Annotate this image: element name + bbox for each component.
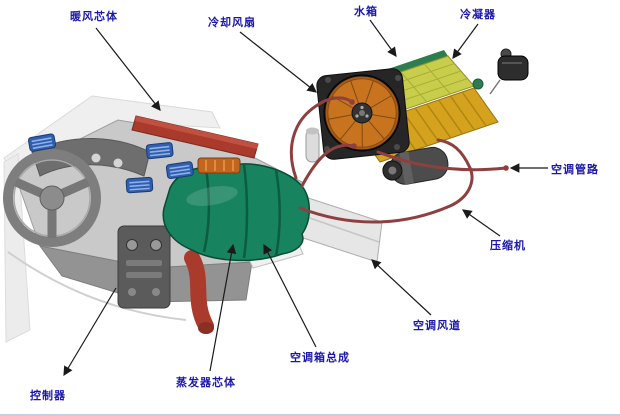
arrow-to-ac-box-assembly bbox=[263, 243, 317, 348]
receiver-drier bbox=[305, 127, 320, 163]
label-heater-core: 暖风芯体 bbox=[70, 10, 118, 23]
ac-box-rib bbox=[242, 163, 249, 259]
cooling-fan bbox=[316, 68, 410, 160]
ac-pipes-lines bbox=[289, 96, 509, 224]
arrow-to-cooling-fan bbox=[239, 31, 317, 93]
compressor bbox=[382, 146, 449, 185]
label-condenser: 冷凝器 bbox=[460, 8, 496, 21]
label-cooling-fan: 冷却风扇 bbox=[208, 16, 256, 29]
center-console bbox=[117, 225, 171, 309]
arrow-to-controller bbox=[63, 287, 117, 377]
radiator-cap bbox=[472, 78, 484, 90]
steering-wheel bbox=[3, 149, 101, 247]
ac-box-highlight bbox=[186, 186, 238, 206]
gauge-icon bbox=[113, 158, 123, 168]
air-vent-icon bbox=[165, 160, 195, 180]
arrow-to-heater-core bbox=[95, 27, 161, 111]
arrow-to-compressor bbox=[462, 209, 501, 237]
ac-box bbox=[162, 163, 310, 262]
ac-box-rib bbox=[274, 169, 281, 257]
blower-motor bbox=[197, 157, 241, 174]
air-vent-icon bbox=[125, 176, 154, 194]
hood-line bbox=[7, 251, 187, 321]
label-ac-duct: 空调风道 bbox=[413, 319, 461, 332]
label-ac-pipes: 空调管路 bbox=[551, 163, 599, 176]
dash-trim-highlight bbox=[135, 116, 258, 149]
cooling-stack-illustration bbox=[289, 48, 529, 224]
ac-air-duct-seam bbox=[297, 213, 380, 243]
arrow-to-condenser bbox=[452, 23, 479, 59]
floor-duct bbox=[184, 250, 214, 334]
pointer-arrows bbox=[63, 19, 548, 377]
hvac-unit-illustration bbox=[162, 157, 383, 269]
label-evaporator-core: 蒸发器芯体 bbox=[176, 376, 236, 389]
blower-motor-ridges bbox=[205, 160, 234, 171]
label-compressor: 压缩机 bbox=[490, 239, 526, 252]
air-vent-icon bbox=[145, 141, 175, 160]
coolant-reservoir bbox=[489, 48, 529, 95]
gauge-icon bbox=[91, 153, 101, 163]
floor-duct-tip bbox=[198, 322, 214, 334]
arrow-to-evaporator-core bbox=[209, 243, 237, 372]
label-ac-box-assembly: 空调箱总成 bbox=[290, 351, 350, 364]
arrow-to-ac-duct bbox=[371, 259, 432, 316]
fan-blades bbox=[325, 76, 399, 150]
label-water-tank: 水箱 bbox=[354, 5, 378, 18]
label-controller: 控制器 bbox=[30, 389, 66, 402]
arrow-to-water-tank bbox=[369, 19, 397, 57]
ac-box-rib bbox=[202, 167, 211, 253]
